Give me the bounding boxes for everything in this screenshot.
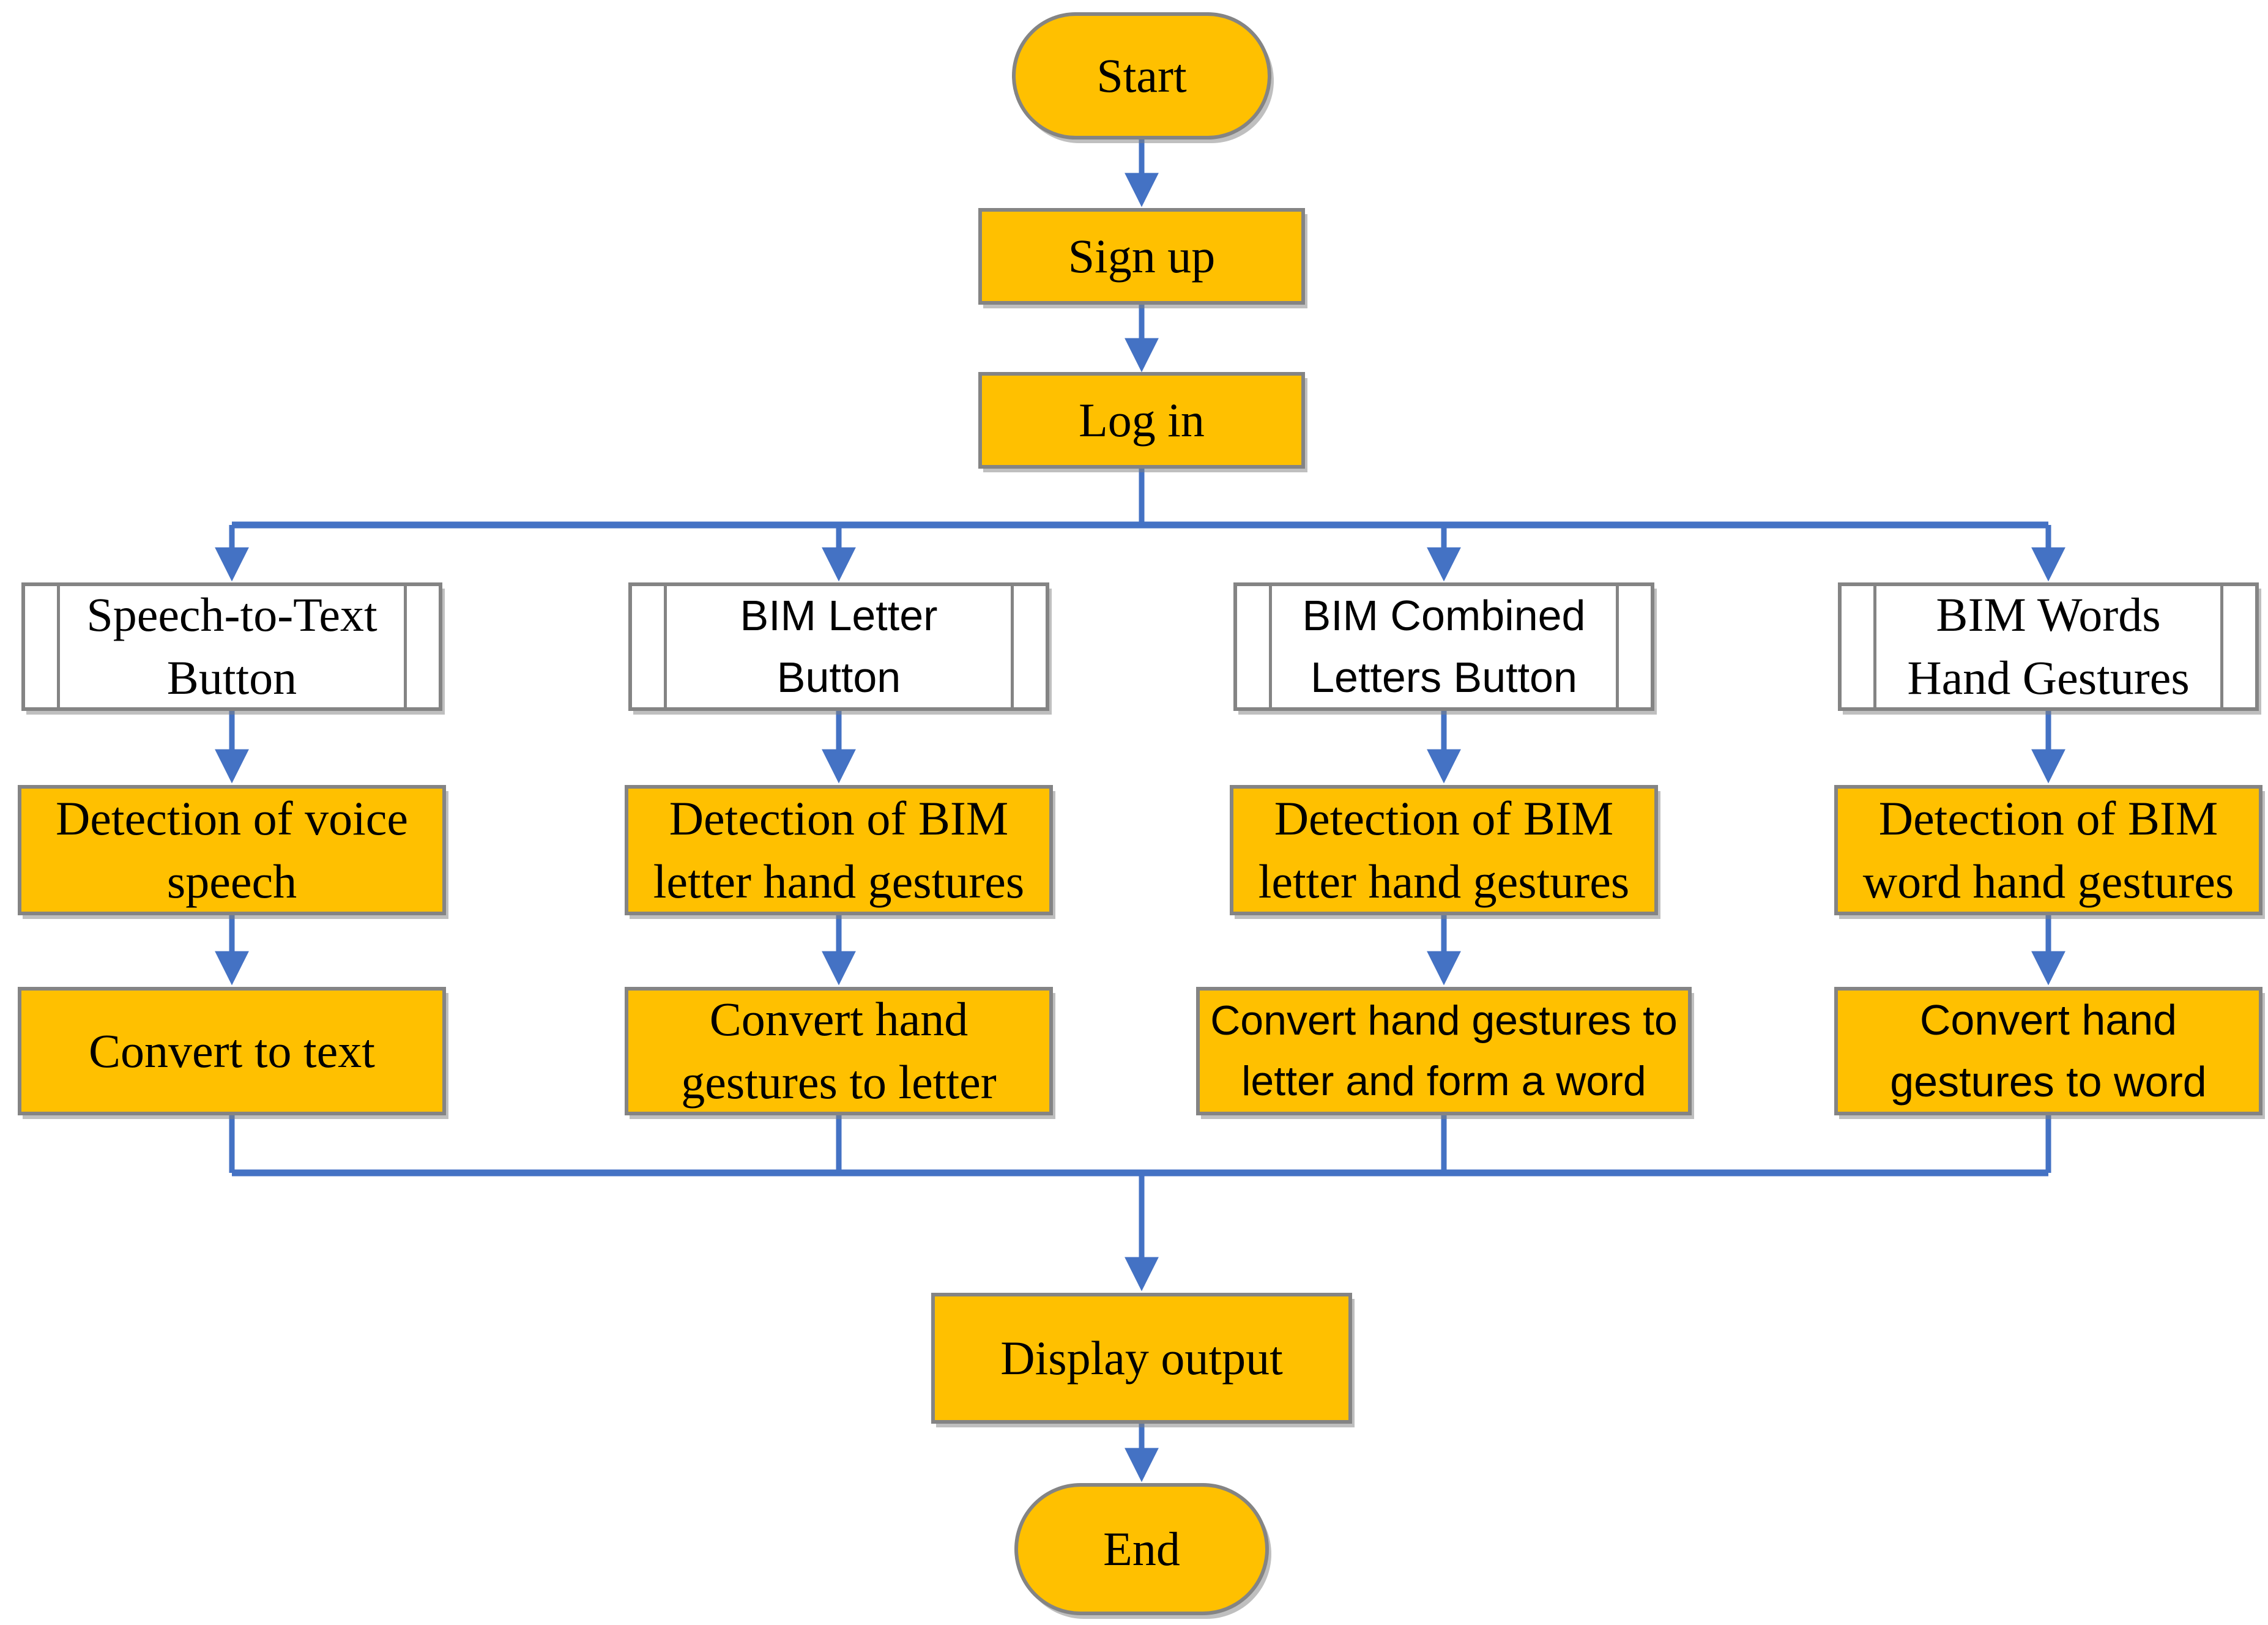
node-display-output: Display output (931, 1293, 1352, 1424)
node-label: BIM Letter Button (740, 591, 938, 702)
node-label: Speech-to-Text Button (86, 588, 377, 704)
node-convert-gestures-to-letter-word: Convert hand gestures to letter and form… (1196, 987, 1692, 1115)
node-convert-to-text: Convert to text (18, 987, 446, 1115)
node-bim-combined-letters-button: BIM Combined Letters Button (1233, 582, 1654, 711)
node-label: BIM Combined Letters Button (1302, 591, 1586, 702)
node-detect-bim-word-gestures: Detection of BIM word hand gestures (1834, 785, 2262, 915)
node-log-in: Log in (978, 372, 1305, 469)
predef-sidebar-left (1873, 586, 1876, 707)
node-bim-words-hand-gestures: BIM Words Hand Gestures (1838, 582, 2259, 711)
node-sign-up: Sign up (978, 208, 1305, 305)
predef-sidebar-right (1616, 586, 1619, 707)
predef-sidebar-left (1269, 586, 1272, 707)
predef-sidebar-right (1011, 586, 1014, 707)
node-detect-bim-letter-gestures-1: Detection of BIM letter hand gestures (625, 785, 1053, 915)
predef-sidebar-left (57, 586, 60, 707)
node-speech-to-text-button: Speech-to-Text Button (21, 582, 442, 711)
node-detect-voice-speech: Detection of voice speech (18, 785, 446, 915)
node-convert-gestures-to-letter: Convert hand gestures to letter (625, 987, 1053, 1115)
node-start: Start (1012, 12, 1271, 139)
predef-sidebar-right (404, 586, 407, 707)
node-convert-gestures-to-word: Convert hand gestures to word (1834, 987, 2262, 1115)
node-end: End (1014, 1483, 1269, 1615)
node-label: BIM Words Hand Gestures (1907, 588, 2190, 704)
predef-sidebar-left (664, 586, 667, 707)
node-bim-letter-button: BIM Letter Button (628, 582, 1049, 711)
node-detect-bim-letter-gestures-2: Detection of BIM letter hand gestures (1230, 785, 1658, 915)
predef-sidebar-right (2220, 586, 2223, 707)
